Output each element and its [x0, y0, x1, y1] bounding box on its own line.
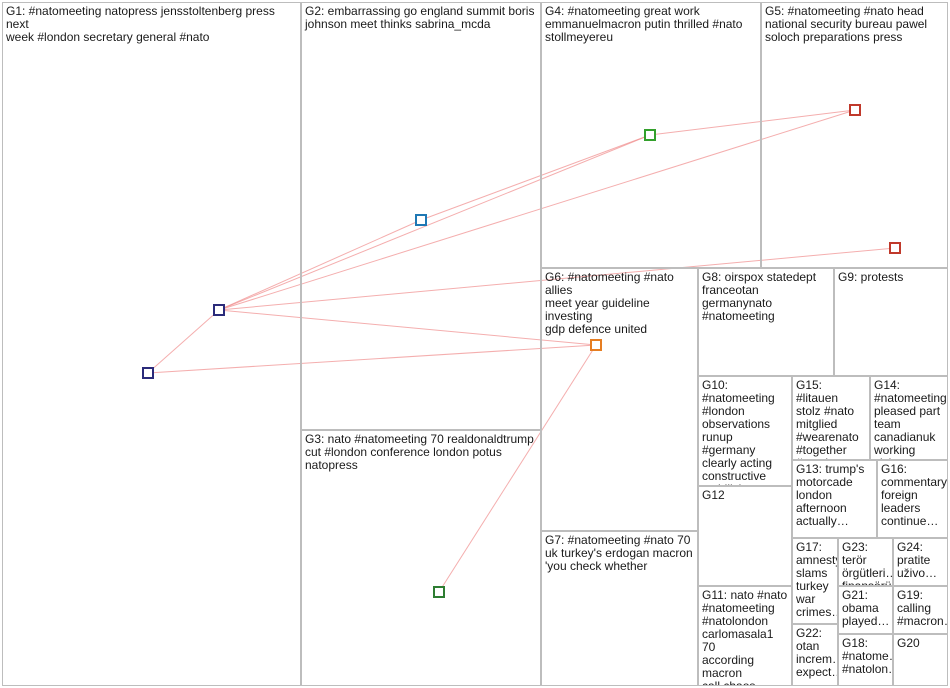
hub-node-g5-a[interactable] — [850, 105, 860, 115]
hub-node-g2[interactable] — [416, 215, 426, 225]
hub-node-g6[interactable] — [591, 340, 601, 350]
hub-node-g3[interactable] — [434, 587, 444, 597]
hub-node-g4[interactable] — [645, 130, 655, 140]
hub-node-g1-b[interactable] — [214, 305, 224, 315]
hub-node-g5-b[interactable] — [890, 243, 900, 253]
hub-node-g1-a[interactable] — [143, 368, 153, 378]
